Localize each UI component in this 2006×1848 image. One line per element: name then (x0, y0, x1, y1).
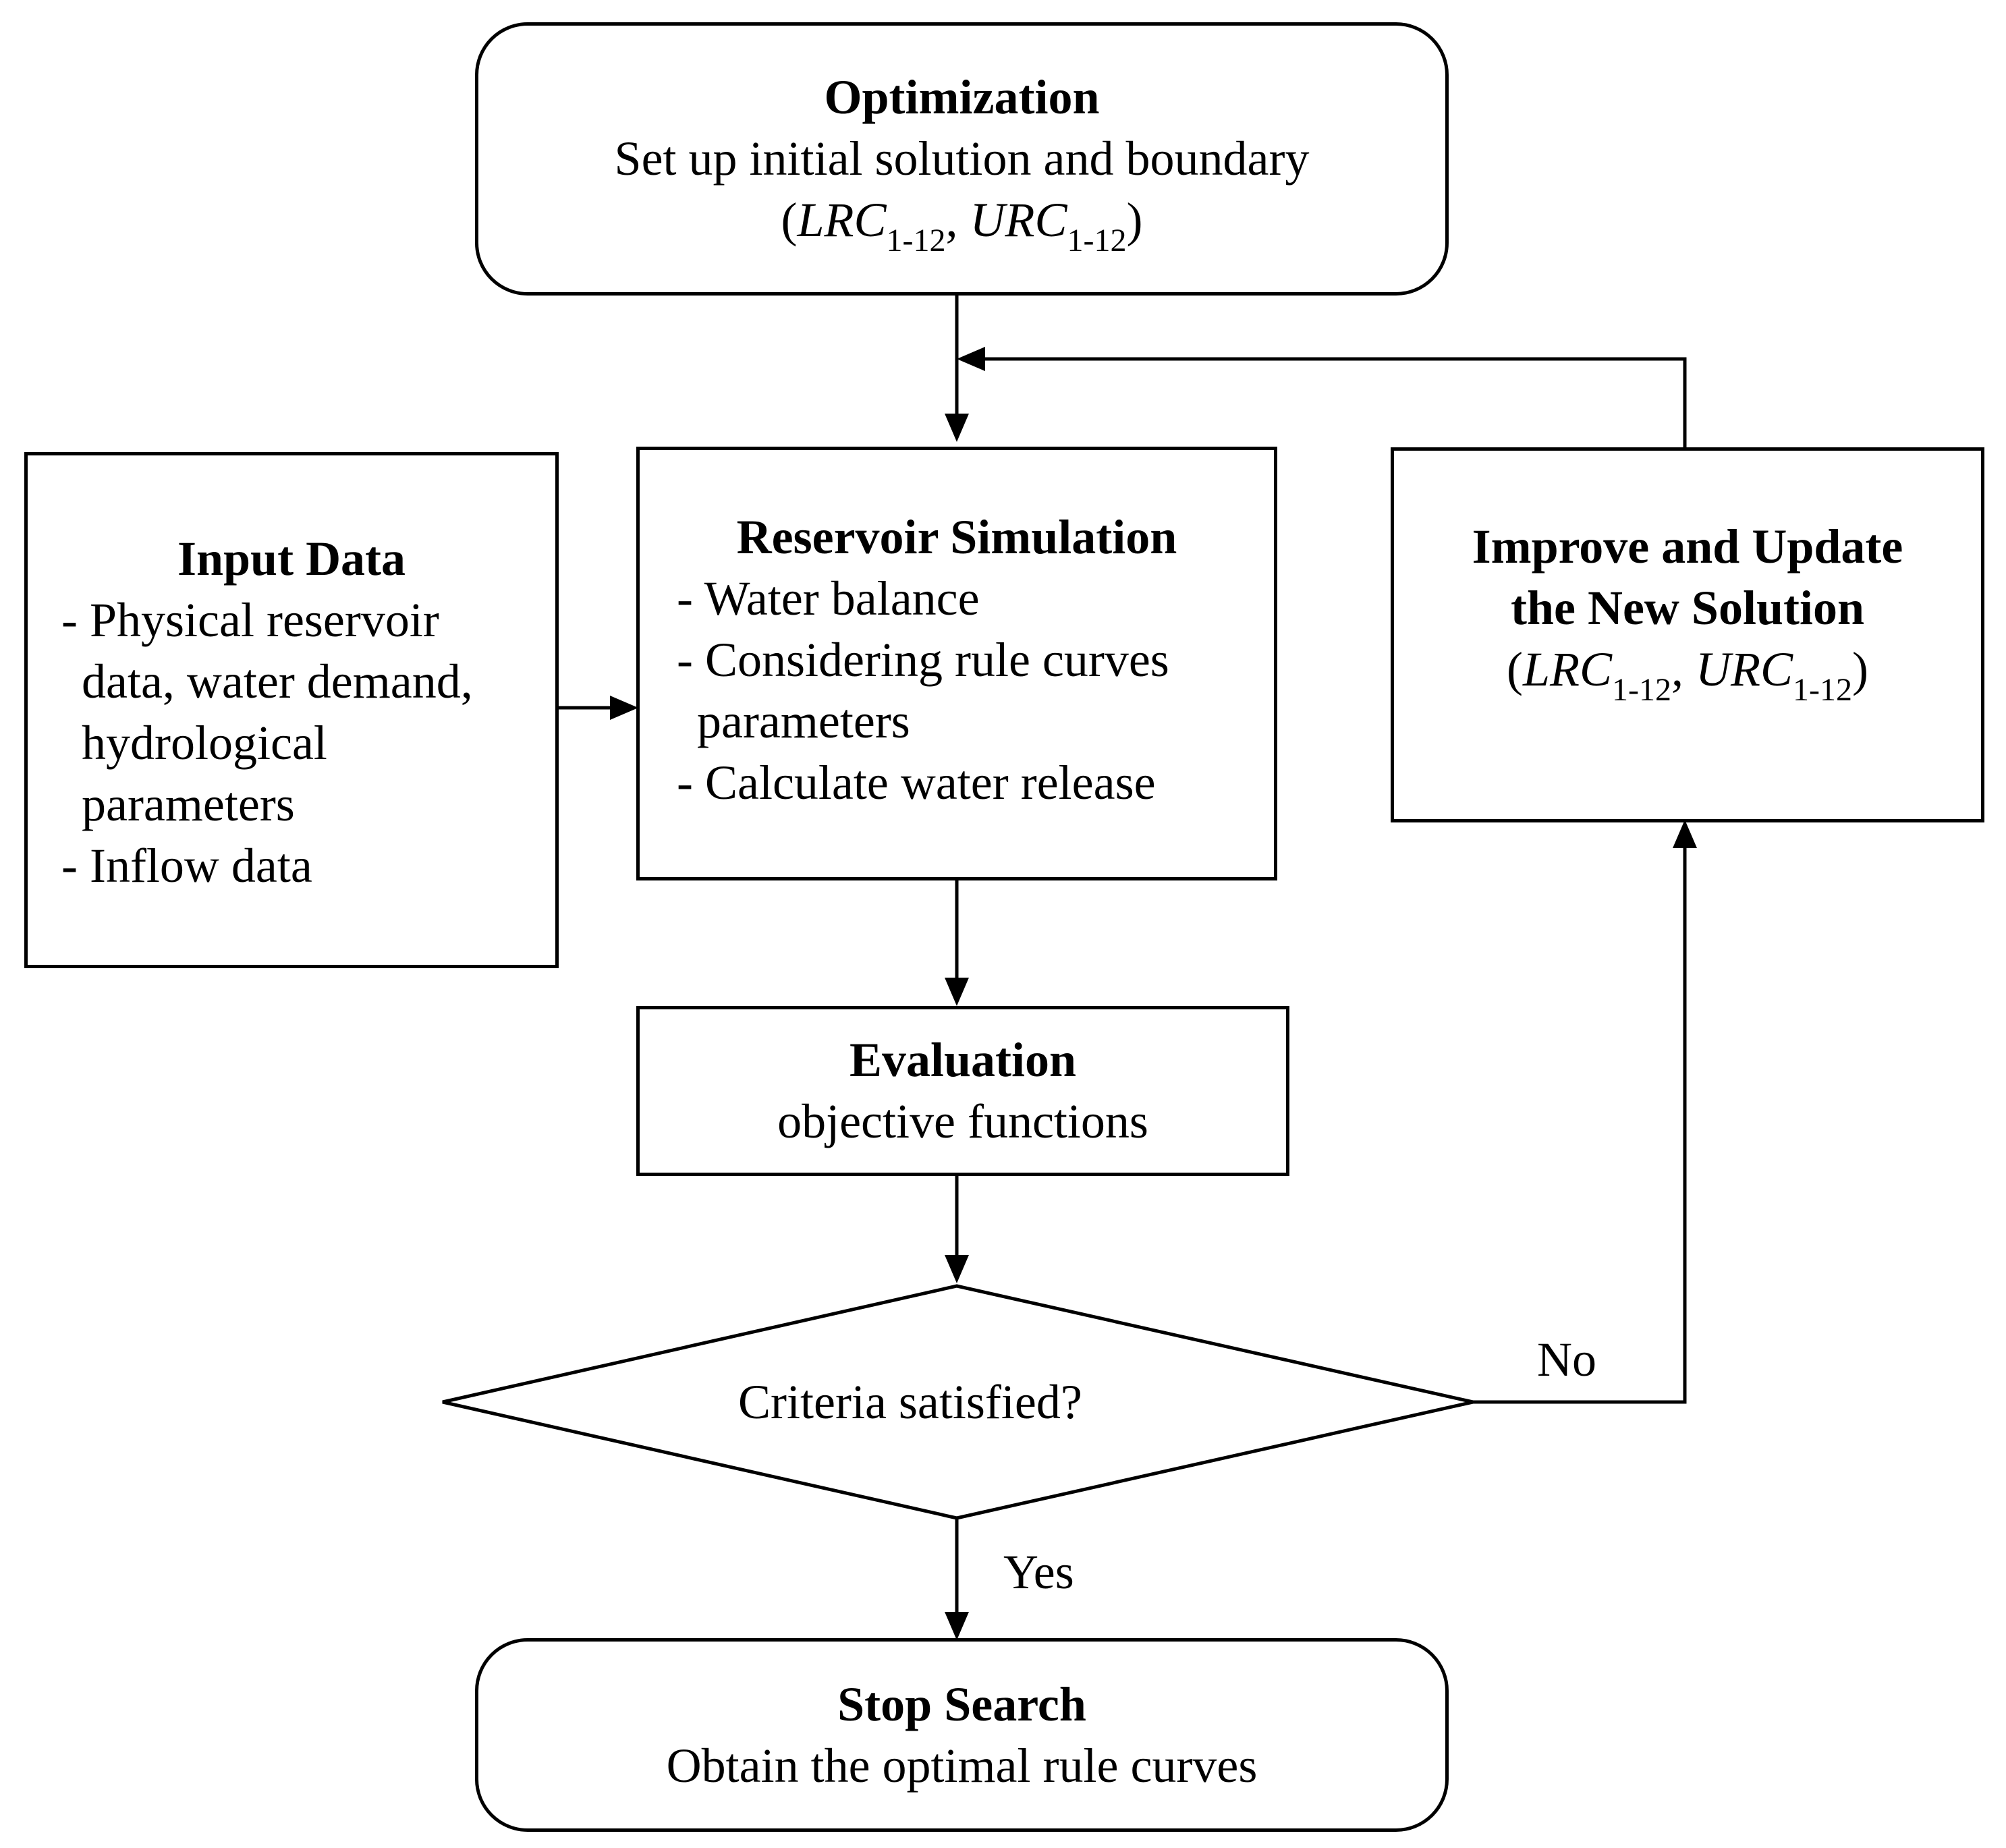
lrc-symbol: LRC (1522, 642, 1613, 696)
arrowhead (945, 1255, 969, 1283)
urc-symbol: URC (1696, 642, 1793, 696)
separator: , (1671, 642, 1696, 696)
arrow-improve-to-simulation (982, 357, 1687, 449)
decision-diamond (442, 1284, 1474, 1520)
paren: ) (1852, 642, 1868, 696)
urc-subscript: 1-12 (1067, 223, 1127, 258)
simulation-bullet-2-line-2: parameters (697, 694, 910, 748)
optimization-box: Optimization Set up initial solution and… (475, 22, 1449, 296)
arrowhead (610, 696, 638, 720)
lrc-symbol: LRC (797, 193, 887, 247)
decision-question: Criteria satisfied? (738, 1375, 1082, 1429)
stop-search-box: Stop Search Obtain the optimal rule curv… (475, 1638, 1449, 1832)
arrowhead (945, 414, 969, 442)
reservoir-simulation-title: Reservoir Simulation (736, 510, 1177, 564)
arrowhead (945, 1612, 969, 1640)
lrc-subscript: 1-12 (886, 223, 946, 258)
paren: ( (781, 193, 798, 247)
reservoir-simulation-box: Reservoir Simulation - Water balance - C… (636, 447, 1277, 880)
simulation-bullet-2: - Considering rule curves (677, 633, 1169, 687)
separator: , (945, 193, 970, 247)
stop-search-subtitle: Obtain the optimal rule curves (666, 1738, 1258, 1793)
arrow-decision-to-improve (1473, 845, 1687, 1404)
evaluation-title: Evaluation (849, 1033, 1077, 1087)
paren: ) (1126, 193, 1143, 247)
arrowhead (957, 347, 985, 371)
evaluation-subtitle: objective functions (777, 1094, 1148, 1148)
input-data-box: Input Data - Physical reservoir data, wa… (24, 452, 559, 968)
input-data-bullet-1-line-2: data, water demand, (82, 654, 473, 708)
improve-title-line-2: the New Solution (1510, 580, 1865, 635)
improve-title-line-1: Improve and Update (1472, 519, 1903, 573)
arrowhead (1673, 820, 1697, 848)
improve-update-box: Improve and Update the New Solution (LRC… (1391, 447, 1984, 822)
urc-symbol: URC (970, 193, 1067, 247)
input-data-bullet-1: - Physical reservoir (61, 593, 439, 647)
arrowhead (945, 978, 969, 1006)
lrc-subscript: 1-12 (1612, 671, 1672, 708)
input-data-title: Input Data (177, 532, 406, 586)
input-data-bullet-1-line-4: parameters (82, 777, 295, 831)
no-label: No (1537, 1333, 1596, 1387)
improve-parameters: (LRC1-12, URC1-12) (1507, 639, 1868, 706)
yes-label: Yes (1003, 1545, 1074, 1599)
input-data-bullet-2: - Inflow data (61, 839, 312, 893)
optimization-description: Set up initial solution and boundary (614, 132, 1310, 186)
evaluation-box: Evaluation objective functions (636, 1006, 1289, 1176)
urc-subscript: 1-12 (1793, 671, 1852, 708)
optimization-title: Optimization (824, 70, 1100, 124)
input-data-bullet-1-line-3: hydrological (82, 716, 327, 770)
stop-search-title: Stop Search (837, 1677, 1086, 1731)
simulation-bullet-1: - Water balance (677, 571, 980, 625)
paren: ( (1507, 642, 1523, 696)
simulation-bullet-3: - Calculate water release (677, 756, 1156, 810)
optimization-parameters: (LRC1-12, URC1-12) (781, 190, 1143, 257)
